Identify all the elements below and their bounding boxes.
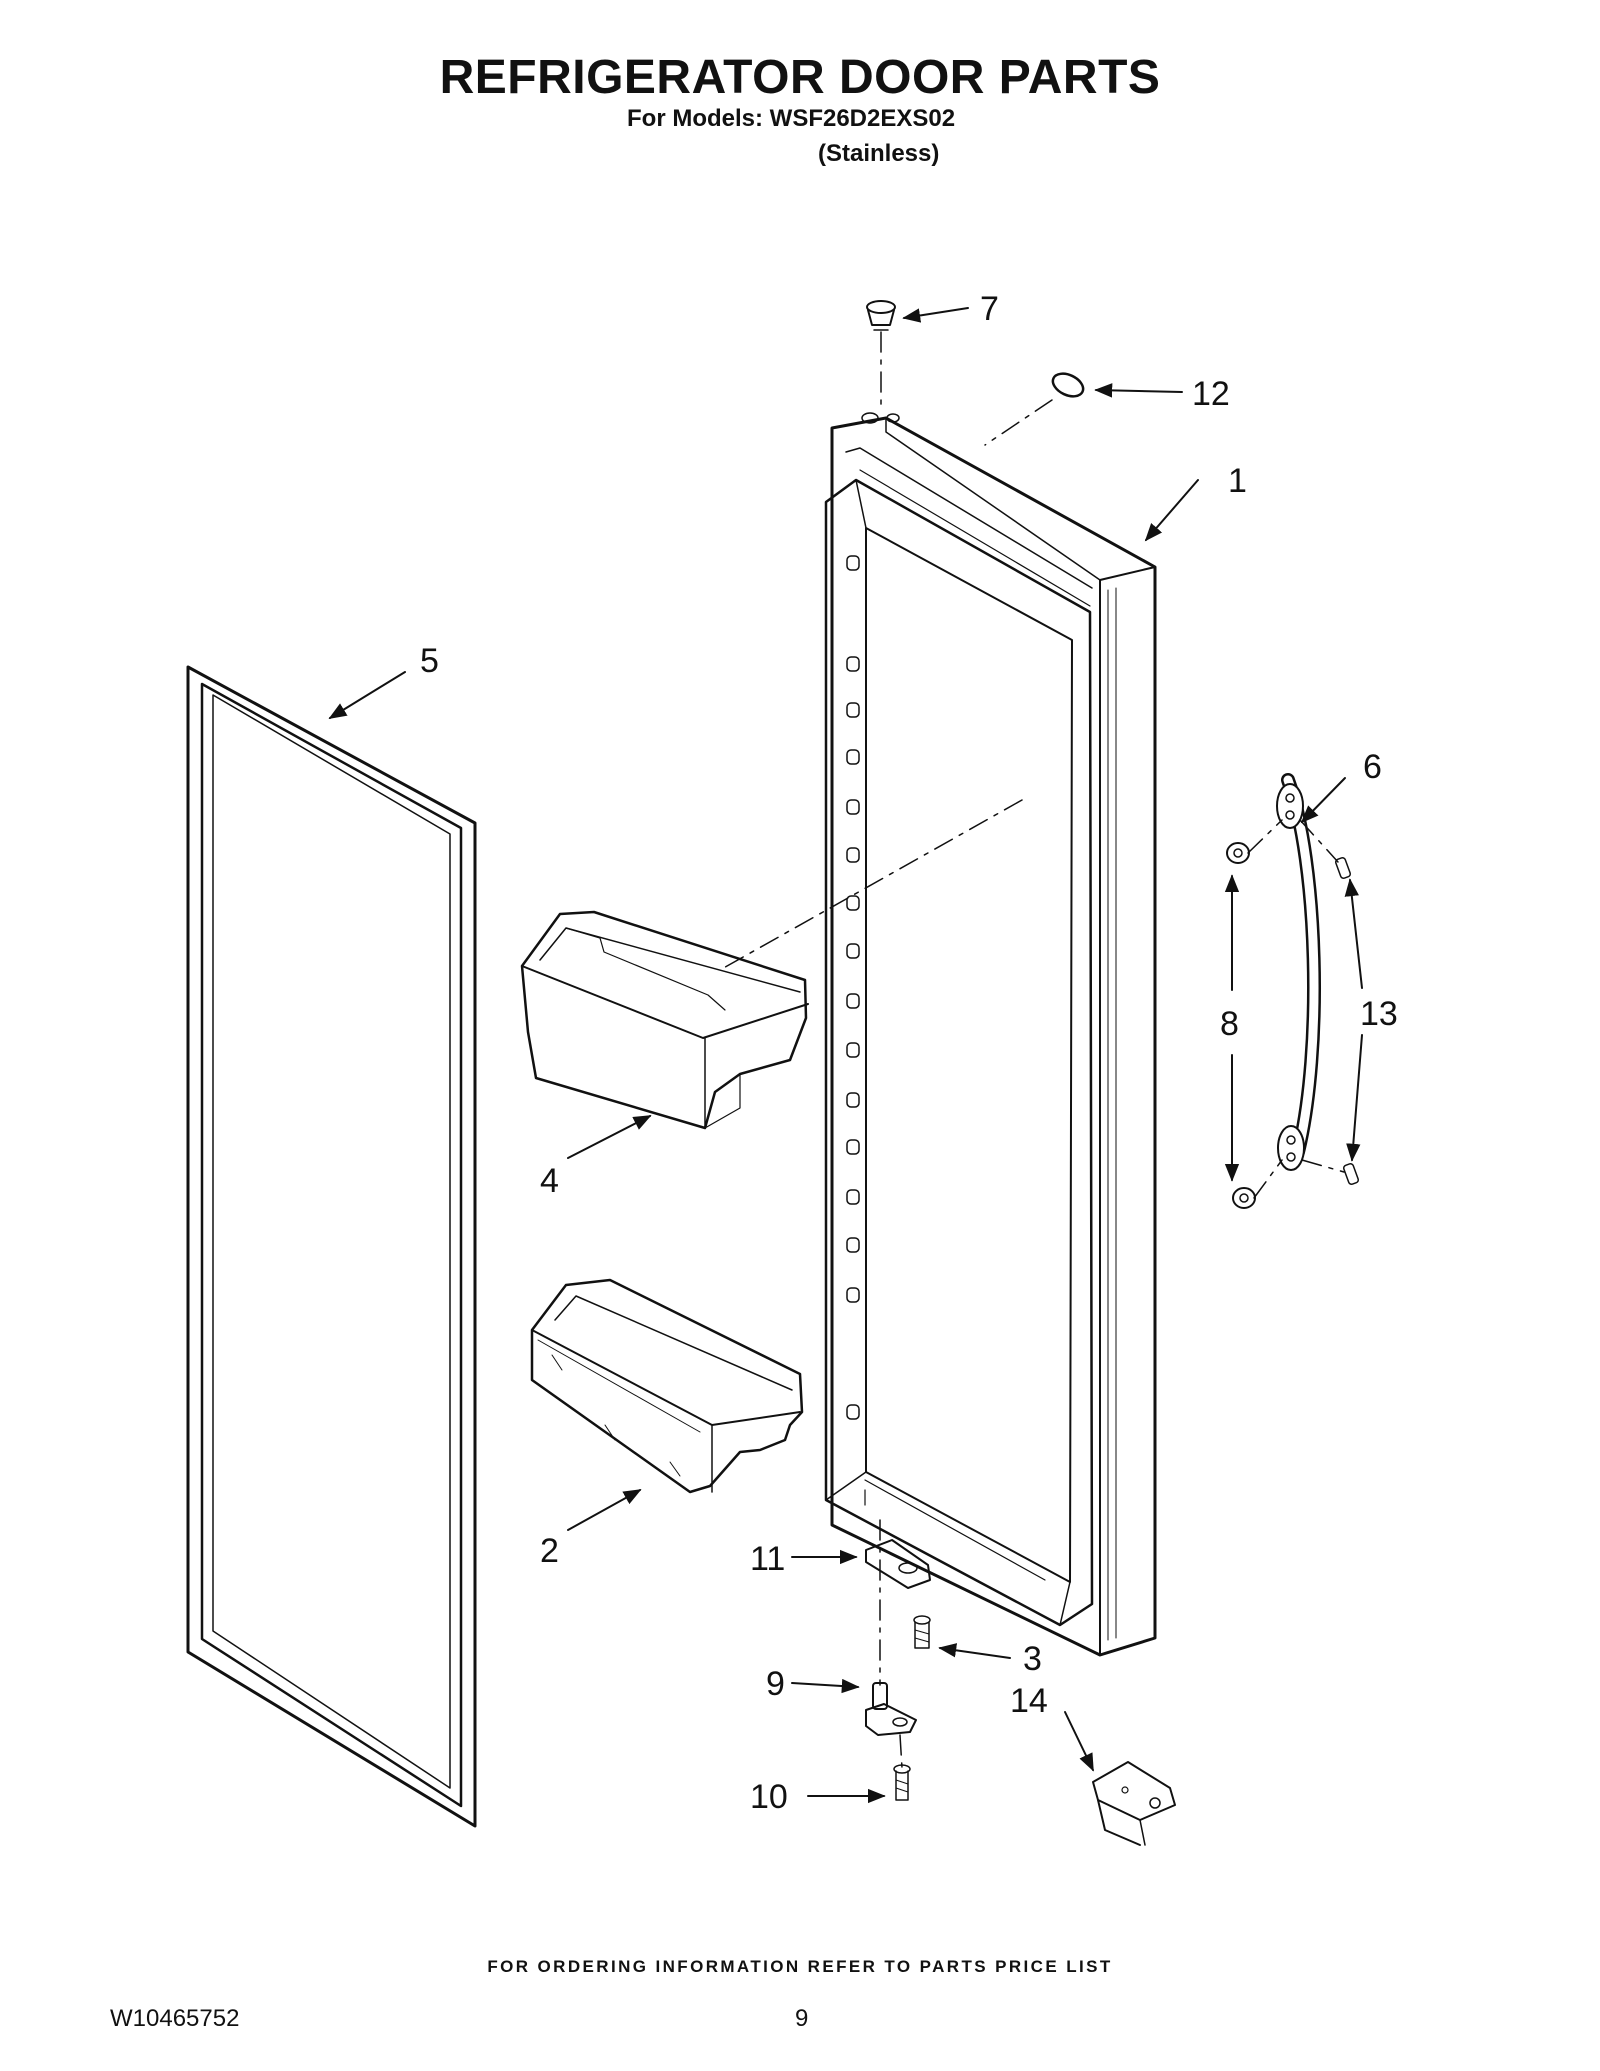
callout-13: 13 bbox=[1360, 995, 1398, 1033]
hinge-pin-screw-part bbox=[893, 1764, 911, 1801]
callout-3: 3 bbox=[1023, 1640, 1042, 1678]
callout-10: 10 bbox=[750, 1778, 788, 1816]
document-number: W10465752 bbox=[110, 2005, 240, 2032]
callout-7: 7 bbox=[980, 290, 999, 328]
callout-6: 6 bbox=[1363, 748, 1382, 786]
finish-subtitle: (Stainless) bbox=[818, 140, 940, 167]
door-gasket-part bbox=[186, 665, 477, 1828]
assembly-guide-lines bbox=[719, 331, 1345, 1769]
callout-12: 12 bbox=[1192, 375, 1230, 413]
hinge-screw-part bbox=[913, 1615, 931, 1649]
ordering-note: FOR ORDERING INFORMATION REFER TO PARTS … bbox=[487, 1957, 1113, 1976]
hinge-cover-part bbox=[1092, 1761, 1176, 1846]
callout-8: 8 bbox=[1220, 1005, 1239, 1043]
page-title: REFRIGERATOR DOOR PARTS bbox=[439, 51, 1161, 104]
callout-14: 14 bbox=[1010, 1682, 1048, 1720]
callout-11: 11 bbox=[750, 1540, 785, 1578]
hinge-pin-part bbox=[865, 1682, 917, 1736]
models-subtitle: For Models: WSF26D2EXS02 bbox=[627, 105, 956, 132]
callout-2: 2 bbox=[540, 1532, 559, 1570]
lower-door-bin-part bbox=[530, 1278, 804, 1494]
callout-9: 9 bbox=[766, 1665, 785, 1703]
bushing-ring-part bbox=[1051, 372, 1085, 398]
hinge-plug-part bbox=[866, 300, 896, 331]
callout-4: 4 bbox=[540, 1162, 559, 1200]
hinge-shim-part bbox=[865, 1539, 931, 1589]
door-handle-part bbox=[1276, 773, 1321, 1171]
shelf-stud-row bbox=[846, 555, 860, 1420]
callout-5: 5 bbox=[420, 642, 439, 680]
callout-leader-arrows bbox=[328, 307, 1363, 1804]
upper-door-bin-part bbox=[520, 910, 809, 1130]
callout-1: 1 bbox=[1228, 462, 1247, 500]
handle-set-screw-part bbox=[1334, 856, 1360, 1186]
refrigerator-door-part bbox=[824, 412, 1157, 1657]
page-number: 9 bbox=[795, 2005, 809, 2032]
